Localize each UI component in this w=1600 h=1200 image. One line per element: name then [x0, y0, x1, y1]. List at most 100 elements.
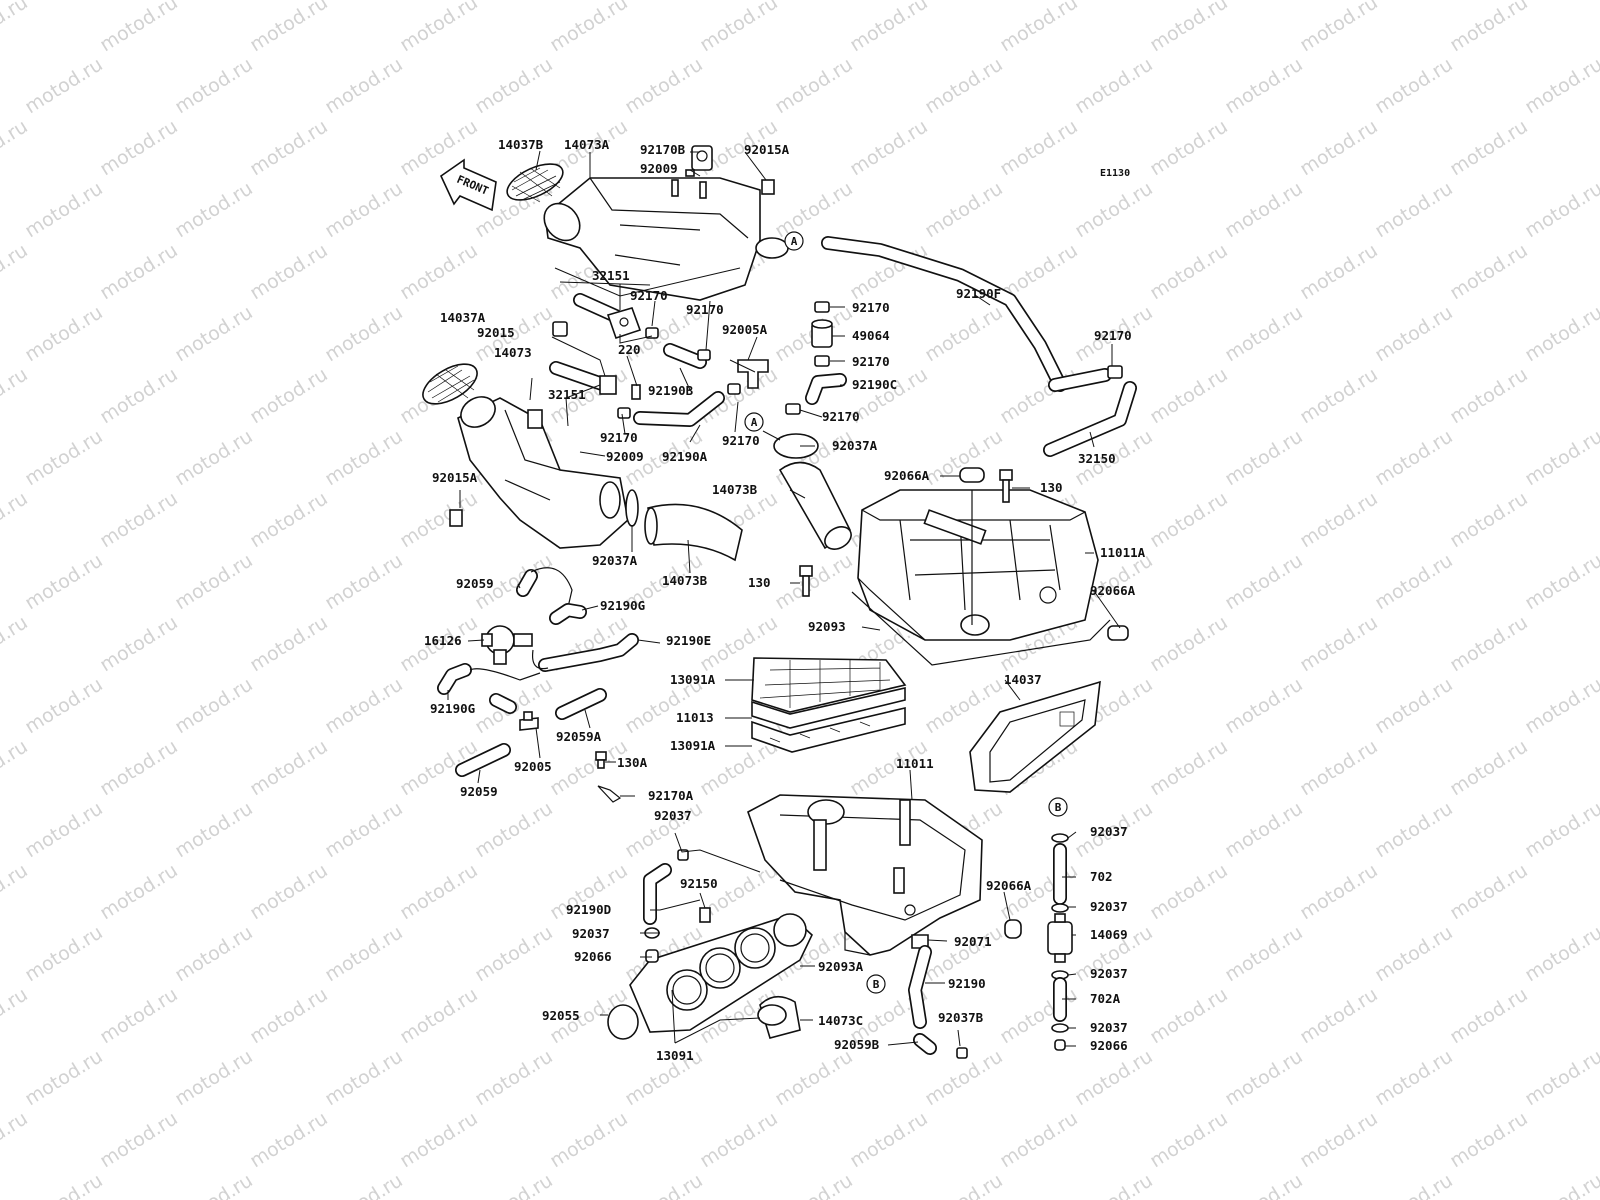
watermark-text: motod.ru	[396, 1107, 482, 1172]
part-label: 92170	[722, 433, 760, 448]
watermark-text: motod.ru	[1071, 1045, 1157, 1110]
watermark-text: motod.ru	[1146, 859, 1232, 924]
watermark-text: motod.ru	[0, 983, 32, 1048]
watermark-text: motod.ru	[321, 921, 407, 986]
watermark-text: motod.ru	[396, 983, 482, 1048]
watermark-text: motod.ru	[1221, 921, 1307, 986]
ref-marker: A	[744, 412, 764, 432]
front-arrow: FRONT	[439, 158, 497, 212]
ref-marker: A	[784, 231, 804, 251]
watermark-text: motod.ru	[1371, 921, 1457, 986]
watermark-text: motod.ru	[471, 797, 557, 862]
clamp	[1051, 1023, 1069, 1033]
part-label: 92059A	[556, 729, 602, 744]
watermark-text: motod.ru	[96, 611, 182, 676]
watermark-text: motod.ru	[246, 611, 332, 676]
watermark-text: motod.ru	[1221, 1169, 1307, 1200]
clamp	[677, 849, 689, 861]
watermark-text: motod.ru	[321, 549, 407, 614]
watermark-text: motod.ru	[171, 1169, 257, 1200]
part-label: 13091A	[670, 672, 716, 687]
part-label: 11011A	[1100, 545, 1146, 560]
part-label: 92066A	[986, 878, 1032, 893]
watermark-text: motod.ru	[246, 1107, 332, 1172]
part-label: 92093A	[818, 959, 864, 974]
watermark-text: motod.ru	[1596, 363, 1600, 428]
part-label: 14037	[1004, 672, 1042, 687]
watermark-text: motod.ru	[21, 425, 107, 490]
watermark-text: motod.ru	[1146, 487, 1232, 552]
watermark-text: motod.ru	[1521, 673, 1600, 738]
watermark-text: motod.ru	[1521, 301, 1600, 366]
watermark-text: motod.ru	[396, 239, 482, 304]
part-label: 92037B	[938, 1010, 984, 1025]
watermark-text: motod.ru	[1371, 1169, 1457, 1200]
watermark-text: motod.ru	[0, 1107, 32, 1172]
watermark-text: motod.ru	[21, 177, 107, 242]
air-cleaner-upper-housing	[857, 489, 1099, 641]
watermark-text: motod.ru	[1296, 115, 1382, 180]
tee-fitting-92005	[519, 711, 539, 731]
part-label: 92170	[822, 409, 860, 424]
intake-duct-lower	[449, 396, 629, 549]
watermark-text: motod.ru	[1296, 983, 1382, 1048]
part-labels: E1130 14037B 14073A 92170B 92015A 92009 …	[424, 137, 1146, 1063]
watermark-text: motod.ru	[1596, 0, 1600, 56]
part-label: 14037A	[440, 310, 486, 325]
part-label: 92059	[460, 784, 498, 799]
clamp	[697, 349, 711, 361]
hose-clamp-92037A-left	[625, 489, 639, 527]
check-valve-49064	[811, 319, 833, 348]
watermark-text: motod.ru	[1146, 115, 1232, 180]
watermark-text: motod.ru	[1371, 425, 1457, 490]
watermark-text: motod.ru	[1371, 177, 1457, 242]
watermark-text: motod.ru	[996, 983, 1082, 1048]
clamp	[814, 301, 830, 313]
watermark-text: motod.ru	[321, 1045, 407, 1110]
watermark-text: motod.ru	[1521, 797, 1600, 862]
watermark-text: motod.ru	[846, 1107, 932, 1172]
watermark-text: motod.ru	[1146, 735, 1232, 800]
watermark-text: motod.ru	[696, 0, 782, 56]
watermark-text: motod.ru	[171, 1045, 257, 1110]
watermark-text: motod.ru	[1221, 797, 1307, 862]
clamp-92037B	[956, 1047, 968, 1059]
intake-tube-upper	[773, 433, 852, 550]
watermark-text: motod.ru	[1446, 0, 1532, 56]
part-label: 92170	[686, 302, 724, 317]
part-label: 92190A	[662, 449, 708, 464]
watermark-text: motod.ru	[171, 673, 257, 738]
intake-grille-upper	[506, 163, 564, 203]
watermark-text: motod.ru	[21, 1045, 107, 1110]
part-label: 92170	[1094, 328, 1132, 343]
part-label: 92037	[572, 926, 610, 941]
part-label: 14073A	[564, 137, 610, 152]
watermark-text: motod.ru	[1446, 115, 1532, 180]
watermark-text: motod.ru	[1146, 239, 1232, 304]
watermark-text: motod.ru	[96, 983, 182, 1048]
watermark-text: motod.ru	[1446, 859, 1532, 924]
watermark-text: motod.ru	[471, 1045, 557, 1110]
part-label: 92190G	[430, 701, 475, 716]
watermark-text: motod.ru	[21, 301, 107, 366]
svg-text:B: B	[1055, 801, 1062, 814]
screw-220	[631, 384, 641, 400]
watermark-text: motod.ru	[921, 177, 1007, 242]
part-label: 130	[1040, 480, 1063, 495]
part-label: 92190E	[666, 633, 711, 648]
watermark-text: motod.ru	[1596, 859, 1600, 924]
clamp	[617, 407, 631, 419]
part-label: 92170	[852, 300, 890, 315]
part-label: 32151	[592, 268, 630, 283]
watermark-text: motod.ru	[996, 363, 1082, 428]
watermark-text: motod.ru	[621, 1169, 707, 1200]
watermark-text: motod.ru	[21, 1169, 107, 1200]
hose-clamp-92037A-right	[773, 433, 819, 459]
side-panel-14037	[969, 680, 1101, 793]
housing-gasket-92093	[851, 591, 1111, 666]
watermark-text: motod.ru	[846, 115, 932, 180]
watermark-text: motod.ru	[396, 487, 482, 552]
air-cleaner-lower-housing	[747, 794, 983, 956]
watermark-text: motod.ru	[1146, 0, 1232, 56]
